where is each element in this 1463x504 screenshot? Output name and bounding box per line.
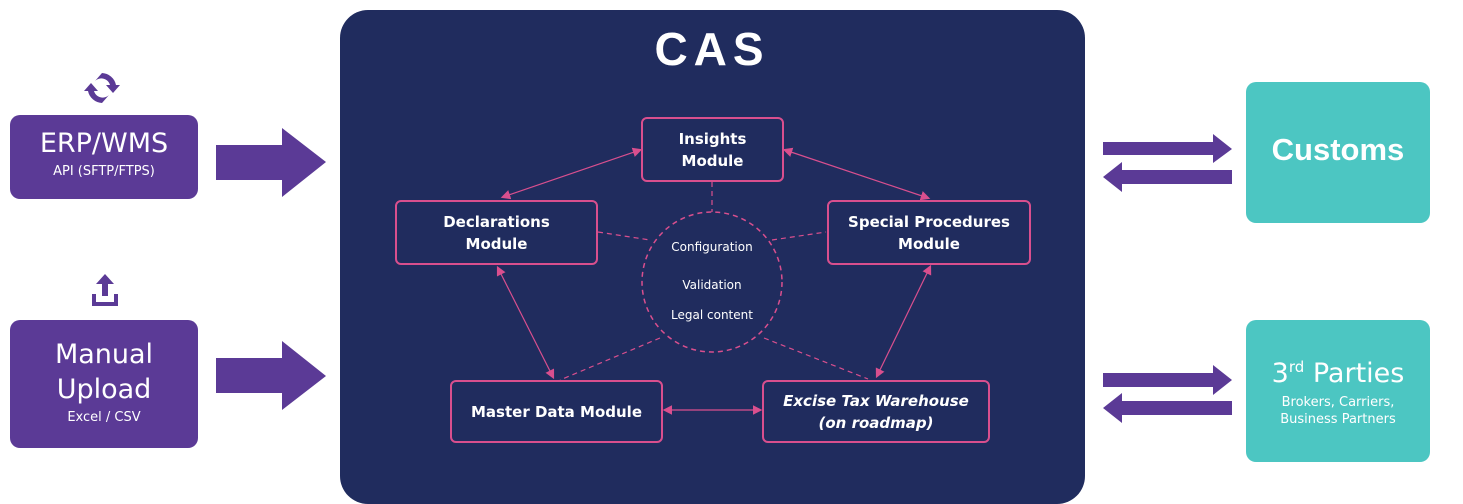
manual-to-cas-arrow: [216, 341, 326, 410]
insights-module: Insights Module: [641, 117, 784, 182]
declarations-module-line1: Declarations: [443, 212, 550, 231]
master-data-module: Master Data Module: [450, 380, 663, 443]
third-parties-title-base: 3: [1271, 358, 1289, 389]
erp-wms-title: ERP/WMS: [39, 128, 169, 159]
erp-to-cas-arrow: [216, 128, 326, 197]
erp-wms-box: ERP/WMS API (SFTP/FTPS): [10, 115, 198, 199]
excise-module-line2: (on roadmap): [818, 413, 934, 432]
erp-wms-subtitle: API (SFTP/FTPS): [53, 164, 155, 179]
cas-to-customs-arrow: [1103, 134, 1232, 163]
core-validation: Validation: [682, 278, 742, 292]
cas-logo: CAS: [654, 23, 770, 75]
customs-to-cas-arrow: [1103, 162, 1232, 192]
core-legal-content: Legal content: [671, 308, 753, 322]
third-to-cas-arrow: [1103, 393, 1232, 423]
third-parties-title-rest: Parties: [1304, 358, 1405, 389]
third-parties-line1: Brokers, Carriers,: [1281, 395, 1395, 410]
customs-box: Customs: [1246, 82, 1430, 223]
special-procedures-module: Special Procedures Module: [827, 200, 1031, 265]
cas-to-third-arrow: [1103, 365, 1232, 395]
excise-module-line1: Excise Tax Warehouse: [783, 391, 969, 410]
third-parties-title-sup: rd: [1288, 358, 1305, 376]
manual-upload-title-1: Manual: [54, 339, 154, 370]
special-procedures-module-line2: Module: [898, 234, 960, 253]
customs-title: Customs: [1271, 132, 1405, 167]
sync-icon: [82, 68, 122, 108]
declarations-module-line2: Module: [465, 234, 528, 253]
excise-tax-warehouse-module: Excise Tax Warehouse (on roadmap): [762, 380, 990, 443]
declarations-module: Declarations Module: [395, 200, 598, 265]
third-parties-title: 3rd Parties: [1246, 350, 1430, 391]
third-parties-box: 3rd Parties Brokers, Carriers, Business …: [1246, 320, 1430, 462]
manual-upload-subtitle: Excel / CSV: [67, 410, 141, 425]
third-parties-line2: Business Partners: [1280, 412, 1396, 427]
insights-module-line2: Module: [681, 151, 744, 170]
upload-icon: [88, 272, 122, 310]
manual-upload-title-2: Upload: [56, 374, 152, 405]
core-configuration: Configuration: [671, 240, 753, 254]
insights-module-line1: Insights: [678, 129, 747, 148]
manual-upload-box: Manual Upload Excel / CSV: [10, 320, 198, 448]
master-data-module-label: Master Data Module: [471, 402, 642, 421]
special-procedures-module-line1: Special Procedures: [848, 212, 1010, 231]
